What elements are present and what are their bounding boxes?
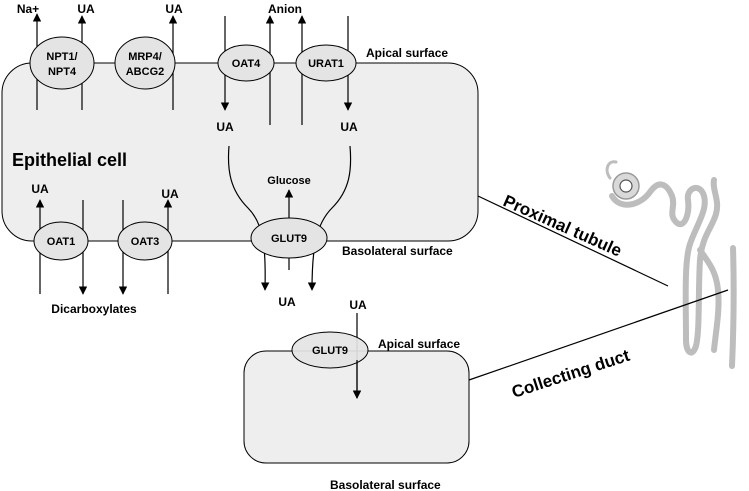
transporter-oat3: OAT3 (117, 221, 173, 261)
transporter-label: OAT4 (232, 58, 261, 70)
transporter-label: GLUT9 (271, 233, 307, 245)
transporter-label: ABCG2 (126, 66, 165, 78)
anion-label: Anion (268, 2, 302, 16)
transporter-label: URAT1 (308, 58, 344, 70)
ua-label: UA (77, 2, 95, 16)
transporter-urat1: URAT1 (295, 44, 357, 82)
na-label: Na+ (17, 2, 39, 16)
collecting-apical-label: Apical surface (378, 337, 460, 351)
transporter-oat4: OAT4 (217, 44, 275, 82)
proximal-connector-line (477, 195, 669, 287)
collecting-connector-line (468, 289, 729, 381)
proximal-tubule-label: Proximal tubule (500, 191, 624, 260)
ua-urat1-to-glut9-arrow (307, 145, 352, 291)
transporter-label: NPT4 (48, 66, 77, 78)
transporter-oat1: OAT1 (33, 221, 89, 261)
dicarboxylates-label: Dicarboxylates (51, 302, 137, 316)
transporter-label: NPT1/ (46, 51, 77, 63)
transporter-label: GLUT9 (312, 345, 348, 357)
transporter-npt1-npt4: NPT1/ NPT4 (29, 36, 95, 90)
transporter-glut9-proximal: GLUT9 (250, 217, 328, 259)
transporter-glut9-collecting: GLUT9 (291, 331, 369, 369)
ua-label: UA (161, 187, 179, 201)
substrate-labels: Na+ UA UA Anion UA UA Glucose UA UA Dica… (17, 2, 358, 316)
ua-label: UA (216, 120, 234, 134)
transporter-label: MRP4/ (128, 51, 162, 63)
basolateral-surface-label: Basolateral surface (342, 244, 453, 258)
transporter-mrp4-abcg2: MRP4/ ABCG2 (114, 36, 176, 90)
ua-label: UA (340, 120, 358, 134)
transporter-label: OAT1 (47, 236, 76, 248)
apical-surface-label: Apical surface (366, 46, 448, 60)
ua-label: UA (31, 182, 49, 196)
ua-label: UA (165, 2, 183, 16)
collecting-basolateral-label: Basolateral surface (330, 478, 441, 491)
ua-label: UA (278, 295, 296, 309)
collecting-duct-label: Collecting duct (509, 346, 632, 402)
transporter-label: OAT3 (131, 236, 160, 248)
ua-label: UA (349, 298, 367, 312)
epithelial-cell-label: Epithelial cell (12, 150, 127, 170)
nephron-illustration (605, 160, 737, 369)
ua-oat4-to-glut9-arrow (227, 145, 270, 291)
glucose-label: Glucose (267, 175, 310, 187)
